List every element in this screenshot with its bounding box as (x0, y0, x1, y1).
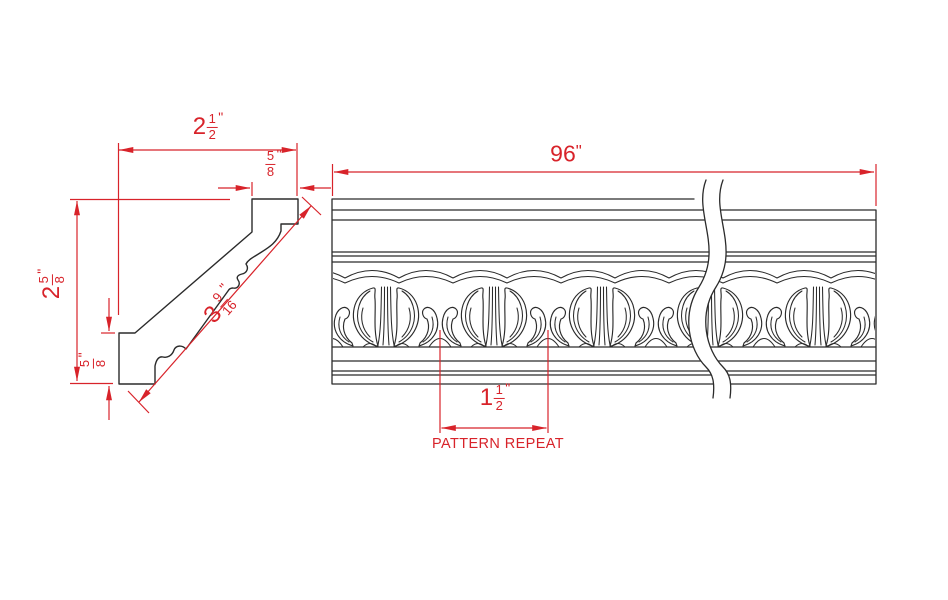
ornament-band (333, 269, 875, 348)
acanthus-repeats (333, 286, 875, 348)
inch-mark: " (505, 379, 511, 396)
inch-mark: " (74, 352, 91, 358)
dimension-lines (70, 143, 877, 433)
elevation-view (331, 179, 877, 399)
dim-whole: 2 (192, 113, 207, 140)
inch-mark: " (575, 141, 582, 161)
scallop-band (333, 269, 875, 284)
pattern-repeat-caption: PATTERN REPEAT (431, 436, 565, 452)
dim-whole: 2 (38, 285, 65, 300)
dim-whole: 1 (479, 384, 494, 411)
inch-mark: " (276, 145, 282, 162)
inch-mark: " (33, 268, 50, 274)
dim-length-label: 96" (550, 140, 582, 167)
dim-whole: 96 (550, 140, 576, 167)
elevation-border-lines (331, 198, 877, 385)
profile-section-view (118, 198, 299, 385)
break-symbol (688, 179, 732, 399)
inch-mark: " (218, 108, 224, 125)
